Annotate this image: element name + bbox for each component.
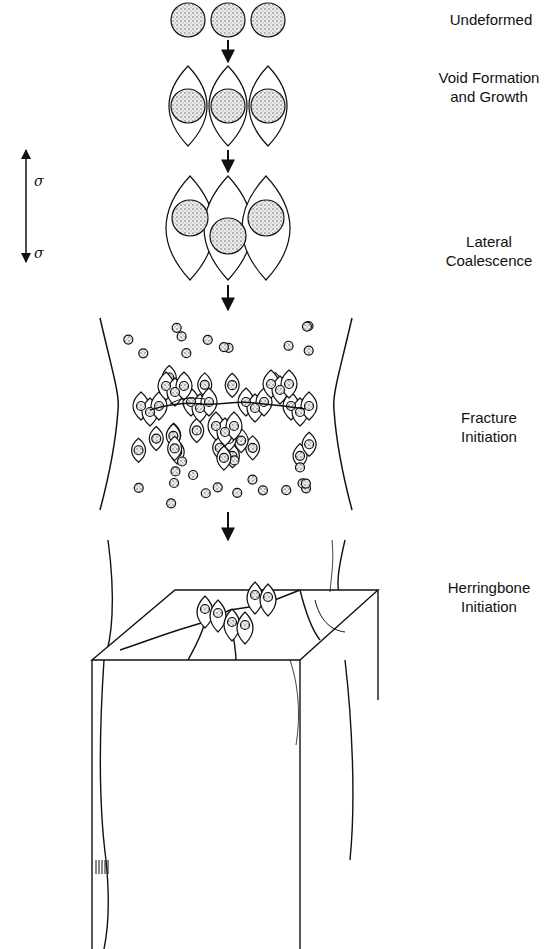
stage-label: Undeformed (436, 10, 546, 29)
herringbone-initiation (92, 540, 378, 949)
lateral-coalescence (166, 176, 290, 280)
stress-symbol: σ (34, 244, 50, 263)
stage-label: Void Formation and Growth (434, 68, 544, 106)
undeformed-particles (171, 3, 285, 37)
stage-label: Lateral Coalescence (434, 232, 544, 270)
void-growth (169, 66, 287, 146)
stress-symbol: σ (34, 172, 50, 191)
stage-label: Herringbone Initiation (434, 578, 544, 616)
fracture-initiation (100, 318, 352, 510)
stage-label: Fracture Initiation (434, 408, 544, 446)
stress-arrow (25, 150, 27, 262)
